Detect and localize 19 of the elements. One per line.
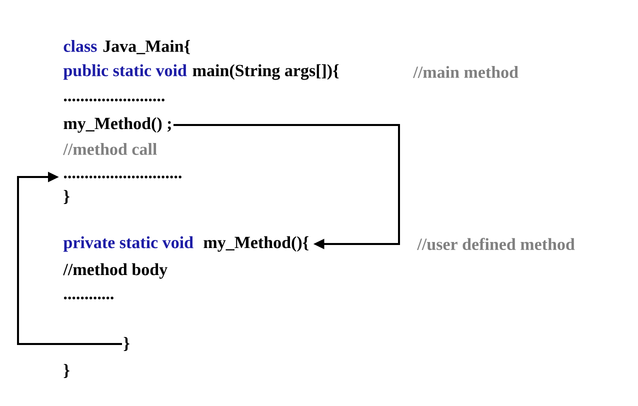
code-text: } — [64, 364, 70, 378]
arrow — [17, 172, 122, 345]
code-text: } — [124, 336, 130, 352]
arrow — [173, 124, 400, 250]
code-text: ........................ — [64, 98, 164, 102]
comment-text: //method call — [63, 143, 157, 155]
code-text: } — [64, 190, 70, 204]
code-text: ............................ — [64, 176, 182, 178]
code-text: main(String args[]){ — [192, 64, 339, 80]
comment-text: //main method — [413, 66, 518, 78]
keyword-text: class — [64, 40, 97, 52]
code-text: my_Method() ; — [64, 117, 171, 133]
keyword-text: private static void — [63, 236, 194, 252]
code-text: Java_Main{ — [103, 40, 190, 54]
code-text: ............ — [64, 296, 114, 300]
keyword-text: public static void — [63, 64, 187, 80]
comment-text: //user defined method — [417, 238, 575, 250]
code-text: //method body — [63, 263, 168, 279]
code-text: my_Method(){ — [204, 236, 308, 252]
